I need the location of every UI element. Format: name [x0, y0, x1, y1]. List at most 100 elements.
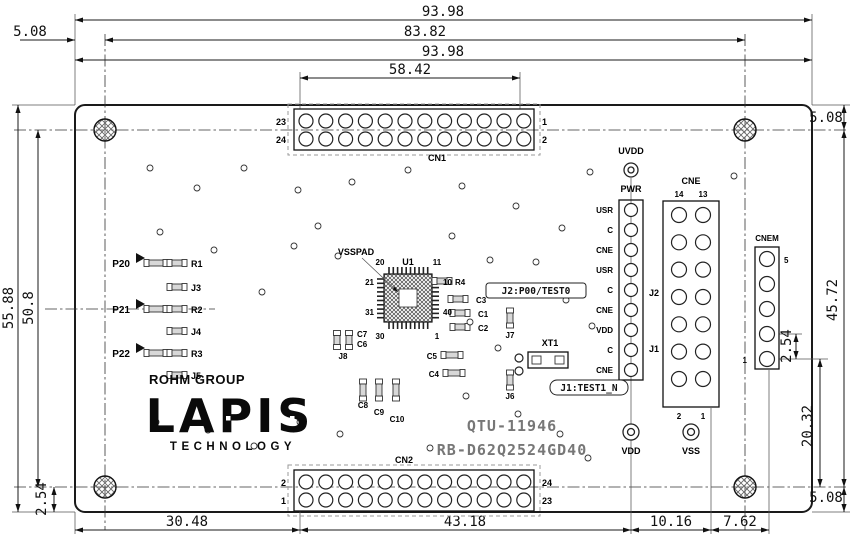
cn2-pin-hole	[357, 492, 373, 508]
j-pin-hole	[623, 322, 639, 338]
component-pad	[442, 369, 449, 377]
cn2-pin-hole	[496, 474, 512, 490]
component-pad	[359, 378, 367, 385]
via	[558, 224, 566, 232]
cn1-label: CN1	[428, 153, 446, 163]
cne-pin-hole	[694, 343, 712, 360]
cn1-pin24-label: 24	[276, 135, 286, 145]
cn1-pin-hole	[456, 131, 472, 147]
cnem-pin5-label: 5	[784, 256, 789, 265]
component-pad	[143, 259, 150, 267]
j-pin-hole	[623, 302, 639, 318]
cnem-pin-hole	[758, 325, 776, 343]
c2-label: C2	[478, 324, 489, 333]
component-pad	[440, 351, 447, 359]
dim-cn1-span: 58.42	[389, 62, 431, 78]
rohm-group-text: ROHM GROUP	[149, 372, 245, 387]
chip-u1	[377, 267, 439, 329]
via	[586, 168, 594, 176]
component-pad	[459, 369, 466, 377]
j-pin-label-3: USR	[596, 266, 613, 275]
cn2-pin1-label: 1	[281, 496, 286, 506]
dim-bottom-3: 10.16	[650, 514, 692, 530]
j5-label: J5	[191, 371, 201, 381]
dim-top-holes: 83.82	[404, 24, 446, 40]
component-body	[445, 351, 459, 359]
cn2-pin-hole	[298, 492, 314, 508]
cn1-pin-hole	[437, 113, 453, 129]
cnem-pin-hole	[758, 275, 776, 293]
via	[240, 164, 248, 172]
cnem-body	[754, 246, 780, 370]
crystal-xt1	[514, 351, 569, 376]
component-pad	[181, 283, 188, 291]
cne-pin-hole	[694, 261, 712, 278]
j1-note: J1:TEST1_N	[560, 383, 617, 394]
cn2-pin-hole	[496, 492, 512, 508]
component-pad	[166, 283, 173, 291]
via	[730, 172, 738, 180]
uvdd-label: UVDD	[618, 146, 644, 156]
dim-top-left-offset: 5.08	[13, 24, 47, 40]
via	[486, 256, 494, 264]
c6-label: C6	[357, 340, 368, 349]
j-pin-hole	[623, 342, 639, 358]
via	[314, 222, 322, 230]
cn1-pin-hole	[476, 113, 492, 129]
chip-pin30-label: 30	[376, 332, 385, 341]
cn1-pin-hole	[417, 113, 433, 129]
cn1-pin-hole	[338, 113, 354, 129]
board-id-line1: QTU-11946	[467, 417, 557, 435]
cn2-pin-hole	[338, 474, 354, 490]
via	[532, 258, 540, 266]
component-pad	[447, 295, 454, 303]
c1-label: C1	[478, 310, 489, 319]
component-body	[452, 295, 464, 303]
component-pad	[166, 327, 173, 335]
dimension-lines	[15, 17, 847, 533]
chip-pin20-label: 20	[376, 258, 385, 267]
logo-notch	[290, 416, 295, 421]
component-pad	[166, 305, 173, 313]
component-pad	[181, 327, 188, 335]
via	[334, 252, 342, 260]
cn1-pin-hole	[456, 113, 472, 129]
dim-left-board: 55.88	[1, 287, 17, 329]
j-pin-label-5: CNE	[596, 306, 614, 315]
component-pad	[392, 395, 400, 402]
via	[290, 242, 298, 250]
via	[404, 166, 412, 174]
vss-testpoint-inner	[686, 427, 696, 437]
component-pad	[333, 330, 341, 336]
dim-right-pitch: 2.54	[779, 329, 795, 363]
component-pad	[181, 259, 188, 267]
cnem-pin-hole	[758, 300, 776, 318]
component-body	[454, 309, 466, 317]
cn1-pin-hole	[377, 131, 393, 147]
j-pin-label-8: CNE	[596, 366, 614, 375]
cn1-pin-hole	[496, 131, 512, 147]
j-pin-label-7: C	[607, 346, 613, 355]
cne-pin2-label: 2	[677, 412, 682, 421]
component-pad	[181, 305, 188, 313]
j-pin-hole	[623, 202, 639, 218]
p21-label: P21	[112, 305, 130, 316]
r4-label: R4	[455, 278, 466, 287]
component-pad	[506, 384, 514, 391]
cn1-body	[293, 108, 535, 151]
cne-pin-hole	[694, 288, 712, 306]
via	[294, 186, 302, 194]
cn2-pin-hole	[377, 492, 393, 508]
cne-pin-hole	[670, 370, 688, 388]
j8-label: J8	[339, 352, 348, 361]
cnem-pin-hole	[758, 250, 776, 268]
cn2-pin-hole	[456, 474, 472, 490]
cn1-pin-hole	[397, 131, 413, 147]
cn1-pin-hole	[357, 113, 373, 129]
cn1-pin-hole	[318, 131, 334, 147]
cn2-pin-hole	[298, 474, 314, 490]
component-pad	[431, 277, 438, 285]
chip-pin11-label: 11	[433, 258, 442, 267]
polarity-mark	[136, 299, 145, 309]
